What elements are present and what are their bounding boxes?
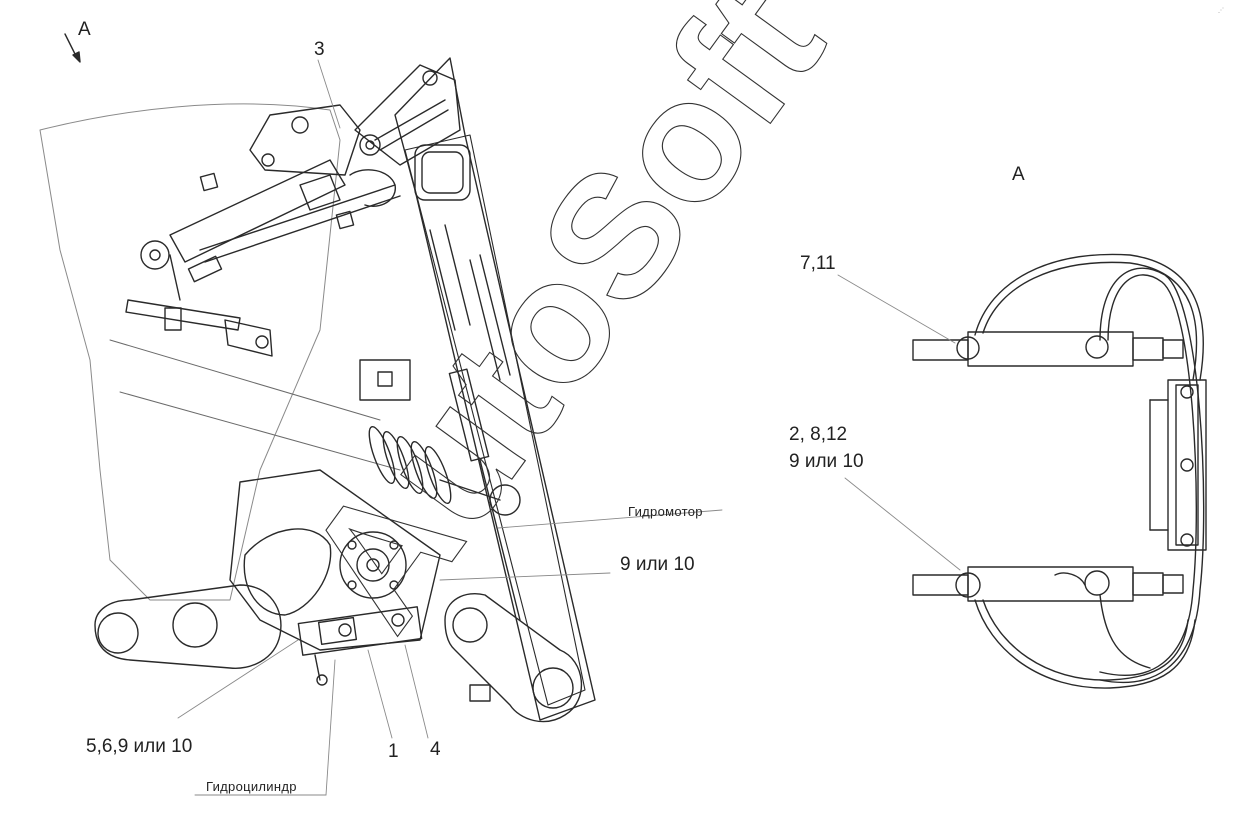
rod: [109, 339, 381, 421]
view-arrow-label: А: [78, 19, 91, 40]
leader-lines-left: [177, 59, 723, 796]
part-2-8-12-label: 2, 8,12: [789, 424, 848, 445]
fastener-square: [199, 172, 219, 192]
part-1-label: 1: [388, 741, 399, 762]
hydraulic-motor: [339, 531, 407, 599]
fastener-square: [335, 210, 355, 230]
view-direction-arrow: [64, 33, 81, 63]
part-3-label: 3: [314, 39, 325, 60]
leader-lines-right: [837, 274, 961, 571]
upper-hydraulic-cylinder: [140, 159, 401, 283]
machine-outline: [39, 103, 341, 601]
part-5-6-9-10-label: 5,6,9 или 10: [86, 736, 193, 757]
top-bracket: [249, 64, 461, 176]
part-7-11-label: 7,11: [800, 253, 836, 274]
right-view-assembly: [912, 253, 1207, 689]
part-9-or-10-mid-label: 9 или 10: [620, 554, 695, 575]
lower-hydraulic-cylinder: [297, 606, 423, 686]
rod: [119, 391, 401, 471]
part-4-label: 4: [430, 739, 441, 760]
view-a-title: А: [1012, 164, 1025, 185]
hydrocylinder-label: Гидроцилиндр: [206, 779, 297, 794]
lower-linkage: [125, 254, 273, 357]
corner-mark: ⋰: [1218, 8, 1224, 14]
part-9-or-10-right-label: 9 или 10: [789, 451, 864, 472]
lower-lever: [94, 584, 282, 669]
top-roller: [414, 144, 471, 201]
bottom-link: [444, 593, 582, 723]
spring: [368, 425, 521, 516]
motor-plate: [229, 469, 441, 651]
bracket-plate: [377, 371, 393, 387]
bracket-plate: [359, 359, 411, 401]
hydromotor-label: Гидромотор: [628, 504, 703, 519]
